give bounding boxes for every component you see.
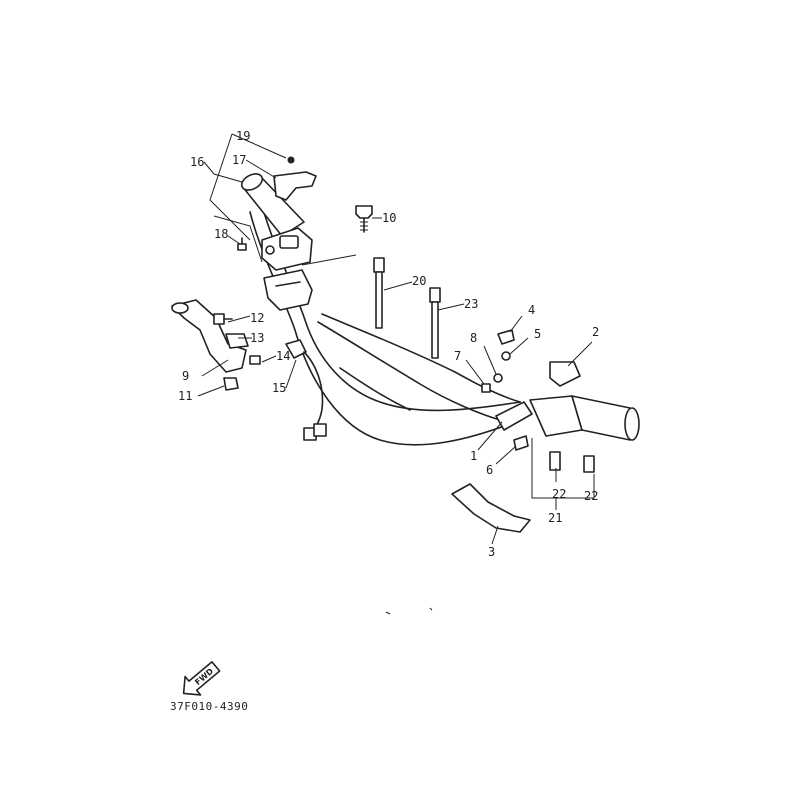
- cable-tie-20: [373, 257, 385, 329]
- bolt-4: [497, 329, 515, 345]
- screws-22: [549, 451, 595, 473]
- stray-mark: [385, 611, 391, 615]
- part-number: 9: [182, 369, 189, 383]
- lever-holder-1: [495, 401, 533, 431]
- part-number: 20: [412, 274, 426, 288]
- nut-11: [223, 377, 239, 391]
- adjuster-14: [249, 355, 261, 365]
- washer-5: [501, 351, 511, 361]
- lever-bolt-12: [213, 313, 233, 325]
- part-number: 14: [276, 349, 290, 363]
- part-number: 18: [214, 227, 228, 241]
- part-number: 15: [272, 381, 286, 395]
- screw-18: [237, 237, 247, 251]
- part-number: 13: [250, 331, 264, 345]
- part-number: 7: [454, 349, 461, 363]
- part-number: 19: [236, 129, 250, 143]
- part-number: 11: [178, 389, 192, 403]
- cable-tie-23: [429, 287, 441, 359]
- left-lever: [171, 299, 247, 373]
- part-number: 16: [190, 155, 204, 169]
- nut-6: [513, 435, 529, 451]
- part-number: 23: [464, 297, 478, 311]
- part-number: 22: [584, 489, 598, 503]
- part-number: 12: [250, 311, 264, 325]
- bolt-10: [355, 205, 373, 233]
- part-number: 1: [470, 449, 477, 463]
- right-throttle-housing: [529, 395, 640, 441]
- part-number: 5: [534, 327, 541, 341]
- left-switch-housing: [261, 227, 313, 311]
- stray-mark: [429, 607, 433, 611]
- right-lever-3: [451, 483, 531, 533]
- part-number: 17: [232, 153, 246, 167]
- nut-7: [481, 383, 491, 393]
- part-number: 10: [382, 211, 396, 225]
- part-labels: 1 2 3 4 5 6 7 8 9 10 11 12 13 14 15 16 1…: [178, 129, 599, 559]
- clamp-2: [549, 361, 581, 387]
- fwd-arrow-icon: FWD: [182, 661, 221, 696]
- bracket-17: [273, 156, 317, 201]
- switch-15: [285, 339, 327, 441]
- part-number: 6: [486, 463, 493, 477]
- figure-code: 37F010-4390: [170, 700, 248, 713]
- washer-8: [493, 373, 503, 383]
- part-number: 8: [470, 331, 477, 345]
- leader-lines: [197, 133, 595, 545]
- part-number: 21: [548, 511, 562, 525]
- left-grip: [240, 173, 305, 237]
- part-number: 22: [552, 487, 566, 501]
- lever-holder-13: [225, 333, 249, 349]
- part-number: 2: [592, 325, 599, 339]
- part-number: 4: [528, 303, 535, 317]
- part-number: 3: [488, 545, 495, 559]
